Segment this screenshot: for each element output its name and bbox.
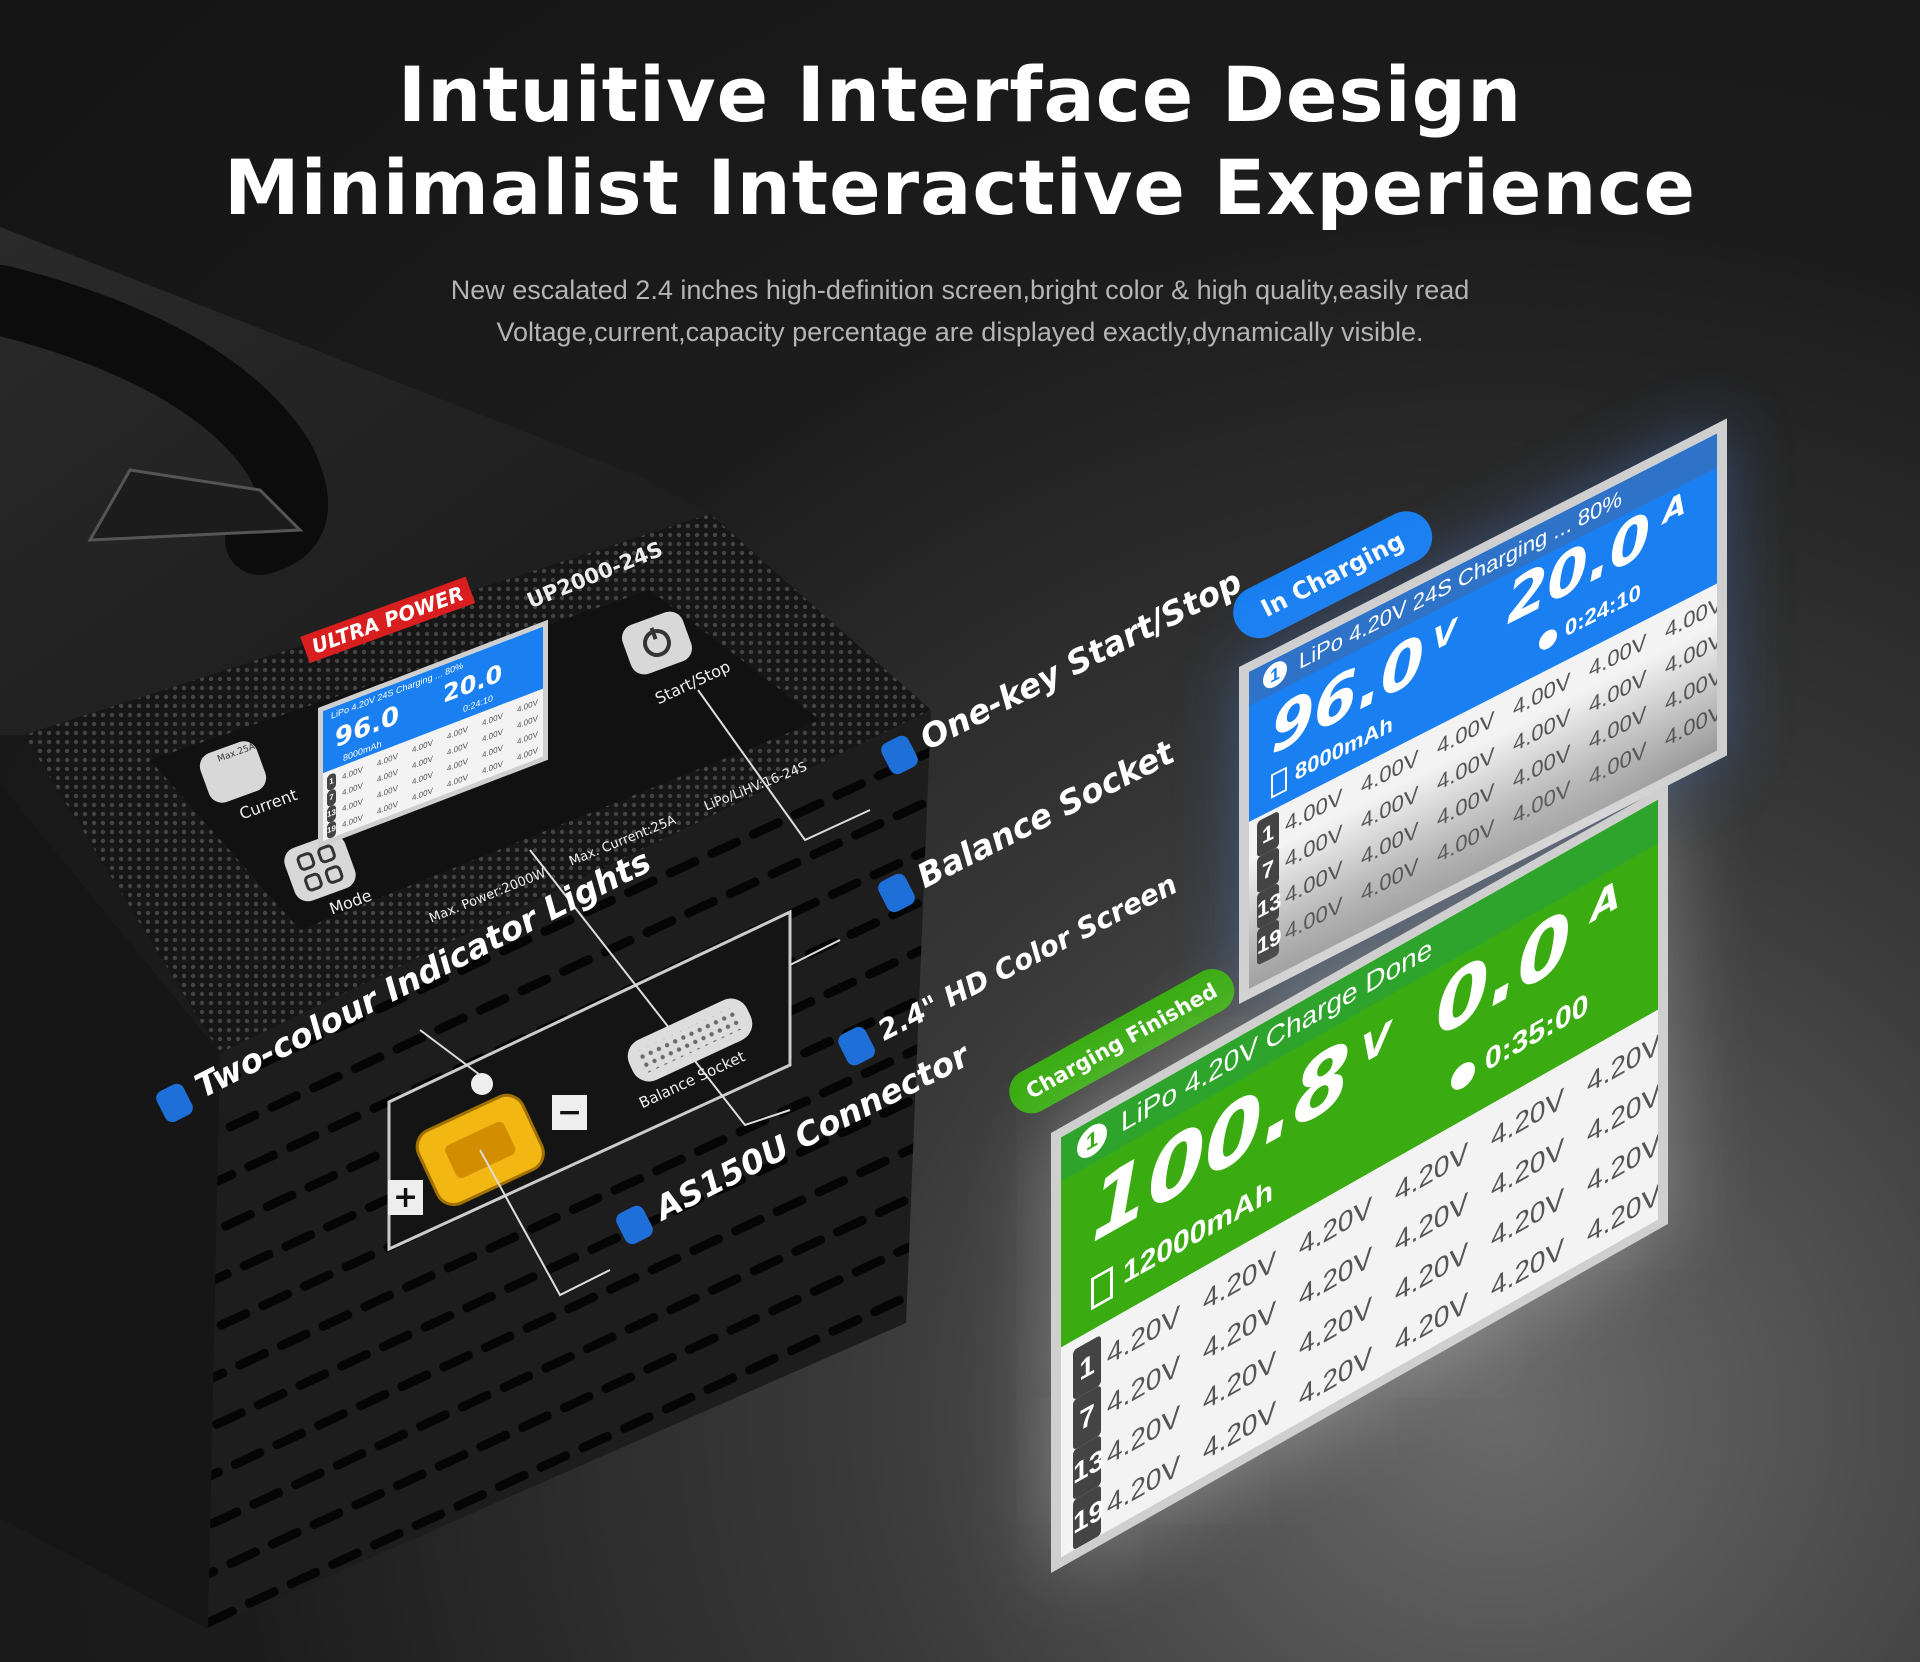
device-left-face xyxy=(0,784,220,1629)
indicator-light xyxy=(471,1073,493,1095)
headline-line-1: Intuitive Interface Design xyxy=(397,50,1523,139)
current-button xyxy=(199,741,267,803)
negative-terminal-label: − xyxy=(552,1095,588,1130)
carry-handle xyxy=(0,265,328,575)
leader-lines xyxy=(419,689,871,1297)
mode-button xyxy=(284,834,356,902)
subtitle-line-2: Voltage,current,capacity percentage are … xyxy=(496,317,1424,347)
balance-socket-port xyxy=(627,998,753,1082)
positive-terminal-label: + xyxy=(388,1180,424,1215)
row-index-tag: 19 xyxy=(327,820,336,840)
start-stop-button xyxy=(621,611,693,675)
headline-line-2: Minimalist Interactive Experience xyxy=(223,143,1697,232)
subtitle-line-1: New escalated 2.4 inches high-definition… xyxy=(450,275,1470,305)
